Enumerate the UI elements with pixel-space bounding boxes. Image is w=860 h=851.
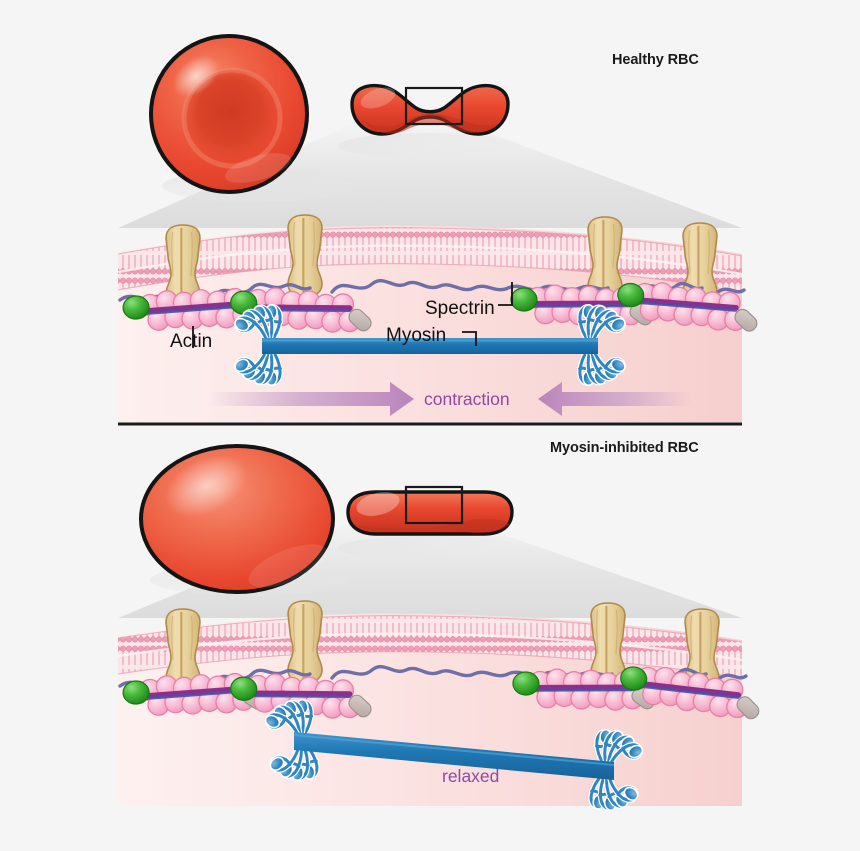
contraction-arrow-right (208, 382, 414, 416)
label-myosin: Myosin (386, 325, 447, 346)
rbc-side-view-healthy (350, 83, 510, 136)
tropomodulin-cap (122, 295, 150, 320)
membrane-detail-healthy (117, 213, 758, 426)
tropomodulin-cap (230, 676, 258, 701)
label-actin: Actin (170, 331, 213, 352)
callout-box-inhibited (404, 485, 464, 525)
membrane-detail-inhibited (117, 599, 760, 819)
myosin-filament-healthy (232, 300, 629, 390)
actin-complex (617, 282, 758, 332)
actin-complex (230, 287, 372, 333)
myosin-filament-relaxed (259, 693, 649, 819)
tropomodulin-cap (512, 671, 540, 696)
callout-box-healthy (404, 86, 464, 126)
tropomodulin-cap (510, 287, 538, 312)
actin-complex (122, 672, 267, 716)
panel-healthy (117, 34, 758, 426)
label-spectrin: Spectrin (425, 298, 495, 319)
panel-title-inhibited: Myosin-inhibited RBC (550, 440, 699, 456)
leader-spectrin (498, 282, 513, 306)
phospholipid-bilayer-healthy (117, 227, 743, 293)
leader-myosin (462, 331, 477, 346)
tropomodulin-cap (122, 680, 150, 705)
cell-shadow-side (338, 133, 522, 159)
label-relaxed: relaxed (442, 766, 500, 786)
rbc-top-view-healthy (149, 34, 309, 194)
tropomodulin-cap (620, 666, 648, 691)
label-contraction: contraction (424, 389, 510, 409)
tropomodulin-cap (617, 282, 645, 308)
panel-title-healthy: Healthy RBC (612, 52, 699, 68)
phospholipid-bilayer-inhibited (117, 615, 743, 679)
actin-complex (620, 666, 760, 720)
leader-lines-healthy (192, 282, 513, 348)
contraction-arrow-left (538, 382, 692, 416)
cell-shadow-side (338, 536, 522, 560)
panel-inhibited (117, 444, 760, 819)
actin-complex (512, 668, 656, 711)
rbc-side-view-inhibited (346, 485, 514, 536)
rbc-top-view-inhibited (139, 444, 335, 594)
